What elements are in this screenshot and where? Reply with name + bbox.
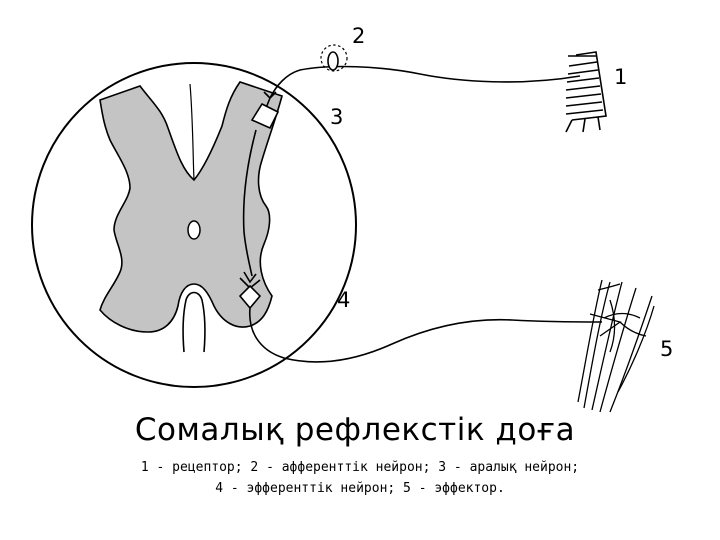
- effector-muscle: [578, 280, 654, 412]
- central-canal: [188, 221, 200, 239]
- afferent-neuron-body: [328, 52, 338, 70]
- label-afferent-neuron: 2: [352, 24, 365, 48]
- anterior-median-fissure: [183, 293, 205, 353]
- label-effector: 5: [660, 337, 673, 361]
- label-receptor: 1: [614, 65, 627, 89]
- label-efferent-neuron: 4: [337, 288, 350, 312]
- diagram-title: Сомалық рефлекстік доға: [0, 412, 720, 448]
- label-interneuron: 3: [330, 105, 343, 129]
- caption-line-2: 4 - эфференттік нейрон; 5 - эффектор.: [0, 481, 720, 496]
- afferent-fiber: [270, 67, 580, 98]
- caption-line-1: 1 - рецептор; 2 - афференттік нейрон; 3 …: [0, 460, 720, 475]
- receptor-comb: [566, 52, 606, 132]
